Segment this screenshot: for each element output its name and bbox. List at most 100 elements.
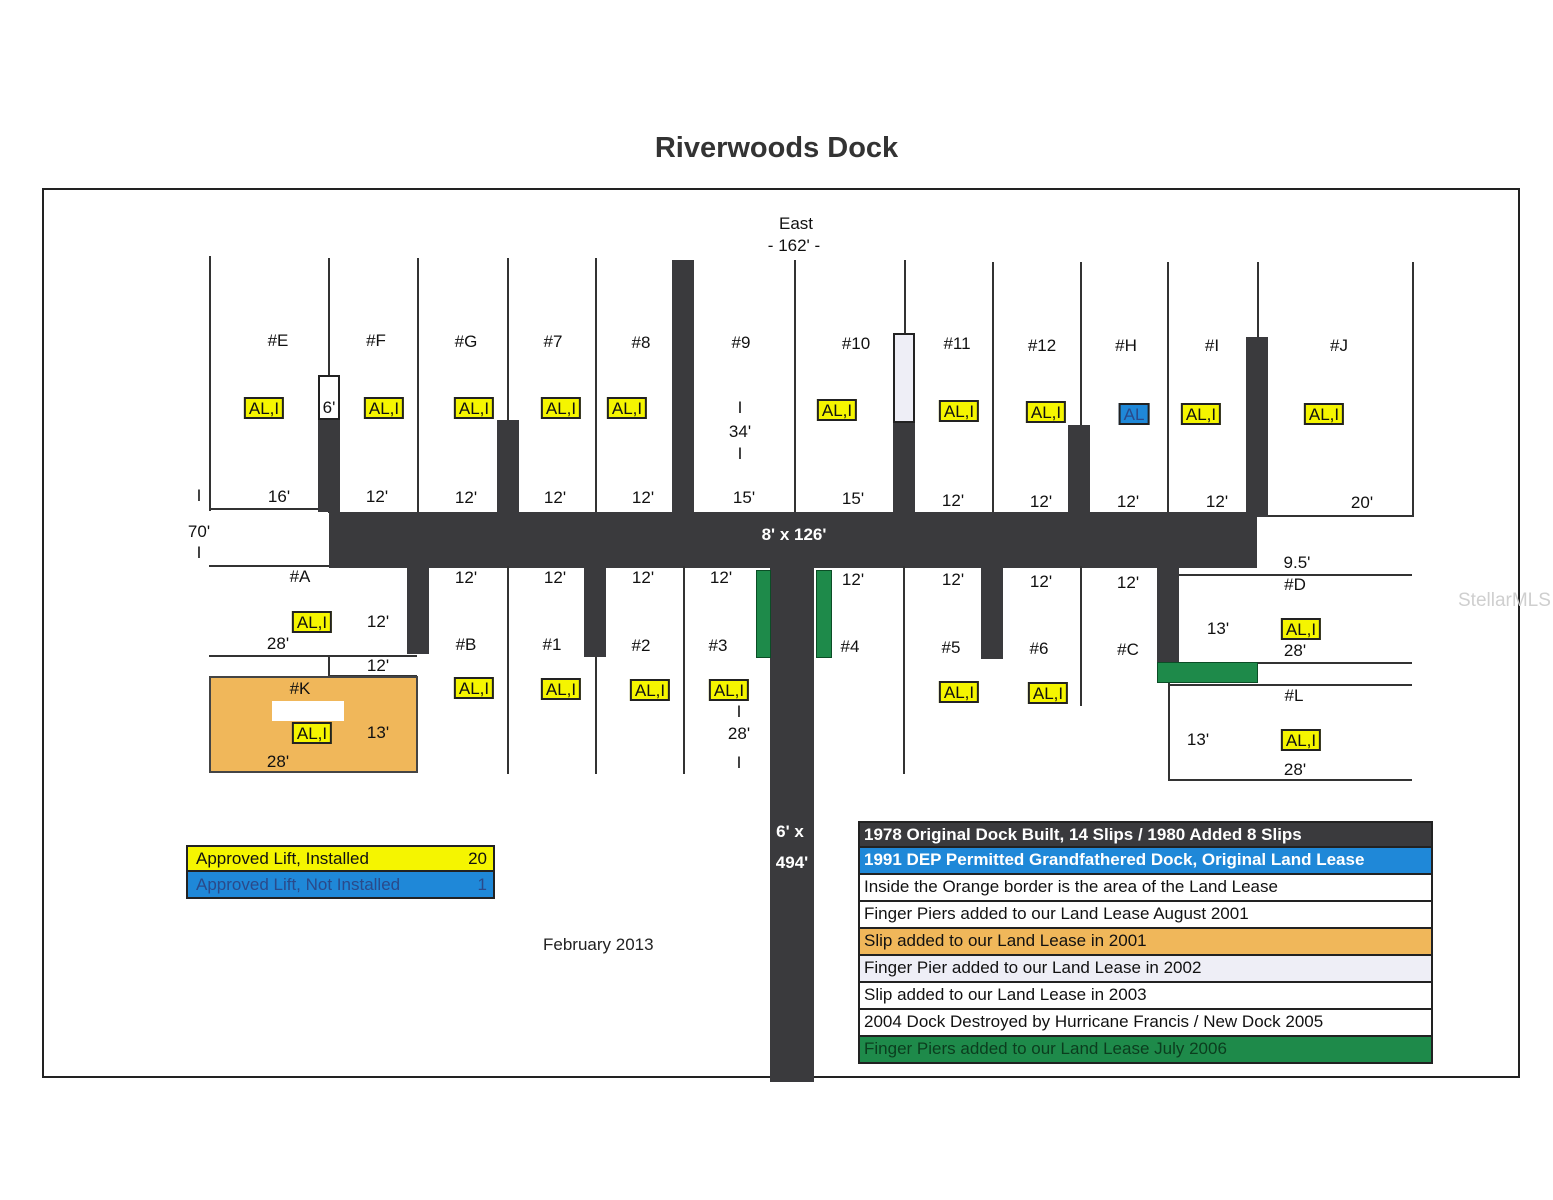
slip-width-d: 13'	[1206, 619, 1230, 638]
slip-width-l: 13'	[1186, 730, 1210, 749]
slip-length-k: 28'	[266, 752, 290, 771]
slip-width-i: 12'	[1205, 492, 1229, 511]
slip-width-9: 15'	[732, 488, 756, 507]
slip-id-g: #G	[454, 332, 478, 351]
slip-divider	[794, 260, 796, 513]
slip-width-1: 12'	[543, 568, 567, 587]
slip-id-f: #F	[366, 331, 386, 350]
lift-badge-11: AL,I	[938, 400, 980, 422]
slip-width-k: 13'	[366, 723, 390, 742]
legend-row-not-installed: Approved Lift, Not Installed 1	[186, 872, 495, 899]
finger-pier	[1157, 568, 1179, 662]
walkway-length-label: 494'	[775, 853, 809, 872]
tick-mark: I	[737, 444, 743, 463]
slip-id-4: #4	[840, 637, 860, 656]
lift-badge-2: AL,I	[629, 679, 671, 701]
tick-mark: I	[737, 398, 743, 417]
tick-mark: I	[736, 702, 742, 721]
slip-id-9: #9	[731, 333, 751, 352]
slip-id-2: #2	[631, 636, 651, 655]
slip-width-4: 12'	[841, 570, 865, 589]
lift-badge-k: AL,I	[291, 722, 333, 744]
slip-end-line	[1168, 662, 1412, 664]
legend-label: Approved Lift, Not Installed	[196, 874, 401, 894]
slip-end-line	[209, 655, 417, 657]
date-label: February 2013	[543, 935, 654, 954]
history-key-row: Finger Pier added to our Land Lease in 2…	[858, 956, 1433, 983]
slip-divider	[507, 258, 509, 513]
main-pier	[329, 512, 1257, 568]
walkway-width-label: 6' x	[776, 822, 804, 841]
slip-id-d: #D	[1284, 575, 1306, 594]
history-key-row: 2004 Dock Destroyed by Hurricane Francis…	[858, 1010, 1433, 1037]
whiteout-patch	[272, 701, 344, 721]
slip-width-a: 12'	[366, 612, 390, 631]
slip-id-12: #12	[1027, 336, 1057, 355]
lift-legend: Approved Lift, Installed 20 Approved Lif…	[186, 845, 495, 899]
legend-count: 1	[477, 874, 487, 894]
slip-a-gap: 12'	[366, 656, 390, 675]
finger-pier-2002	[893, 333, 915, 423]
finger-pier-2006	[756, 570, 771, 658]
legend-count: 20	[468, 848, 487, 868]
history-key-row: Inside the Orange border is the area of …	[858, 875, 1433, 902]
history-key-row: Finger Piers added to our Land Lease Jul…	[858, 1037, 1433, 1064]
slip-width-12: 12'	[1029, 492, 1053, 511]
slip-length-d: 28'	[1283, 641, 1307, 660]
lift-badge-3: AL,I	[708, 679, 750, 701]
lift-badge-g: AL,I	[453, 397, 495, 419]
slip-length-l: 28'	[1283, 760, 1307, 779]
lift-badge-b: AL,I	[453, 677, 495, 699]
watermark: StellarMLS	[1458, 590, 1551, 611]
lift-badge-6: AL,I	[1027, 682, 1069, 704]
lift-badge-1: AL,I	[540, 678, 582, 700]
slip-width-7: 12'	[543, 488, 567, 507]
slip-3-length: 28'	[727, 724, 751, 743]
slip-divider	[1167, 262, 1169, 513]
finger-pier-2006	[816, 570, 832, 658]
finger-pier	[497, 420, 519, 512]
history-key-row: Slip added to our Land Lease in 2001	[858, 929, 1433, 956]
history-key-row: Slip added to our Land Lease in 2003	[858, 983, 1433, 1010]
slip-width-3: 12'	[709, 568, 733, 587]
slip-id-h: #H	[1115, 336, 1137, 355]
slip-width-g: 12'	[454, 488, 478, 507]
slip-id-c: #C	[1117, 640, 1139, 659]
slip-id-6: #6	[1029, 639, 1049, 658]
lift-badge-5: AL,I	[938, 681, 980, 703]
slip-end-line	[209, 565, 329, 567]
lift-badge-l: AL,I	[1280, 729, 1322, 751]
finger-pier	[1068, 425, 1090, 513]
finger-pier	[584, 566, 606, 657]
slip-end-line	[1258, 515, 1413, 517]
slip-id-10: #10	[841, 334, 871, 353]
legend-row-installed: Approved Lift, Installed 20	[186, 845, 495, 872]
slip-width-h: 12'	[1116, 492, 1140, 511]
left-depth-label: 70'	[187, 522, 211, 541]
slip-id-i: #I	[1204, 336, 1220, 355]
slip-width-j: 20'	[1350, 493, 1374, 512]
walkway	[770, 565, 814, 1082]
main-pier-label: 8' x 126'	[761, 525, 827, 544]
lift-badge-10: AL,I	[816, 399, 858, 421]
lift-badge-12: AL,I	[1025, 401, 1067, 423]
slip-width-5: 12'	[941, 570, 965, 589]
finger-pier-2006	[1157, 662, 1258, 683]
finger-pier	[893, 423, 915, 512]
slip-id-1: #1	[542, 635, 562, 654]
slip-width-2: 12'	[631, 568, 655, 587]
finger-pier	[672, 260, 694, 512]
slip-divider	[683, 566, 685, 774]
slip-divider	[595, 258, 597, 513]
legend-label: Approved Lift, Installed	[196, 848, 369, 868]
lift-badge-d: AL,I	[1280, 618, 1322, 640]
slip-id-a: #A	[289, 567, 311, 586]
finger-pier-2001	[318, 375, 340, 420]
slip-divider	[417, 258, 419, 513]
slip-id-11: #11	[943, 334, 971, 353]
slip-width-8: 12'	[631, 488, 655, 507]
lift-badge-7: AL,I	[540, 397, 582, 419]
history-key-row: 1978 Original Dock Built, 14 Slips / 198…	[858, 821, 1433, 848]
slip-divider	[328, 655, 330, 677]
slip-width-b: 12'	[454, 568, 478, 587]
